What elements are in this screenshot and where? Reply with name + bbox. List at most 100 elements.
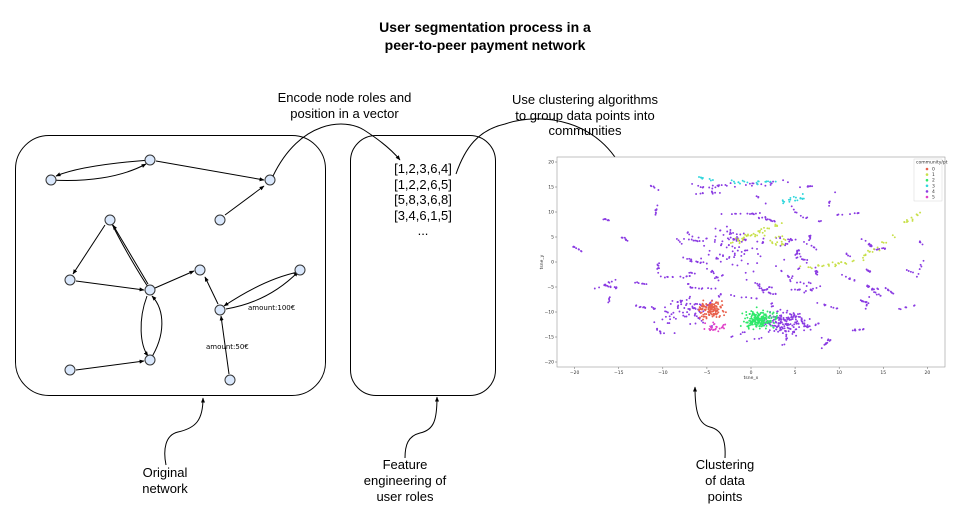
scatter-point <box>708 302 711 305</box>
scatter-point <box>750 315 753 318</box>
scatter-point <box>701 186 704 189</box>
scatter-point <box>687 238 690 241</box>
network-edge <box>219 315 230 375</box>
scatter-point <box>776 325 778 328</box>
scatter-point <box>653 321 656 324</box>
scatter-point <box>748 182 751 185</box>
scatter-point <box>756 262 759 265</box>
scatter-point <box>761 322 764 325</box>
scatter-point <box>677 239 680 242</box>
scatter-point <box>654 209 657 212</box>
scatter-point <box>811 185 814 188</box>
scatter-point <box>771 319 774 322</box>
scatter-point <box>790 288 793 291</box>
scatter-point <box>702 310 705 313</box>
scatter-point <box>653 308 655 311</box>
scatter-point <box>789 318 792 321</box>
scatter-point <box>762 241 765 244</box>
scatter-point <box>873 291 876 294</box>
caption-clustering: Clustering of data points <box>695 457 755 504</box>
network-node <box>294 264 306 276</box>
scatter-point <box>806 259 809 261</box>
scatter-point <box>781 343 784 346</box>
scatter-point <box>922 259 925 262</box>
scatter-point <box>797 313 799 316</box>
scatter-point <box>745 314 748 316</box>
scatter-point <box>717 311 720 314</box>
network-node <box>264 174 276 186</box>
scatter-point <box>918 268 921 271</box>
scatter-point <box>786 181 789 184</box>
scatter-point <box>703 244 706 247</box>
scatter-point <box>732 180 735 183</box>
scatter-point <box>669 302 672 305</box>
scatter-point <box>790 205 793 208</box>
scatter-point <box>785 337 788 340</box>
scatter-point <box>799 186 801 189</box>
scatter-point <box>763 229 766 232</box>
scatter-point <box>687 282 690 285</box>
scatter-point <box>786 309 789 312</box>
scatter-point <box>714 239 716 241</box>
feature-vector: [3,4,6,1,5] <box>394 207 452 223</box>
scatter-point <box>760 336 763 339</box>
scatter-point <box>794 199 797 202</box>
scatter-point <box>731 263 734 266</box>
scatter-point <box>767 330 770 333</box>
scatter-point <box>714 227 717 230</box>
scatter-point <box>716 276 719 279</box>
scatter-point <box>609 286 612 289</box>
legend-label: 1 <box>932 172 935 178</box>
scatter-point <box>682 311 684 314</box>
scatter-point <box>726 230 729 233</box>
scatter-point <box>813 246 816 249</box>
scatter-point <box>670 313 673 316</box>
scatter-point <box>910 216 913 219</box>
scatter-point <box>765 321 768 324</box>
scatter-point <box>789 323 792 326</box>
scatter-point <box>818 220 821 223</box>
scatter-point <box>782 202 785 205</box>
scatter-point <box>777 330 780 333</box>
scatter-point <box>702 299 705 302</box>
scatter-point <box>719 293 722 296</box>
scatter-point <box>711 179 714 181</box>
scatter-point <box>772 180 775 183</box>
scatter-point <box>724 323 727 326</box>
scatter-point <box>793 331 796 334</box>
scatter-point <box>753 337 756 340</box>
scatter-point <box>768 315 771 318</box>
scatter-point <box>757 316 760 319</box>
scatter-point <box>804 290 807 292</box>
legend-label: 3 <box>932 183 935 189</box>
scatter-point <box>710 299 713 302</box>
network-edge <box>140 295 149 357</box>
scatter-point <box>752 328 755 331</box>
scatter-point <box>643 306 645 308</box>
scatter-point <box>671 299 674 302</box>
scatter-point <box>795 211 798 214</box>
scatter-point <box>805 261 808 264</box>
scatter-point <box>758 285 761 288</box>
network-edge <box>223 271 299 307</box>
x-tick-label: −20 <box>570 370 580 376</box>
scatter-point <box>793 313 796 316</box>
scatter-point <box>756 183 759 186</box>
scatter-point <box>669 318 672 321</box>
scatter-point <box>741 237 744 240</box>
scatter-point <box>613 286 616 289</box>
scatter-point <box>673 332 676 335</box>
scatter-point <box>869 245 872 248</box>
scatter-point <box>702 313 705 316</box>
scatter-point <box>705 303 708 305</box>
scatter-point <box>682 276 685 279</box>
feature-vector-list: [1,2,3,6,4] [1,2,2,6,5] [5,8,3,6,8] [3,4… <box>380 161 466 239</box>
scatter-point <box>656 328 658 330</box>
scatter-point <box>771 324 774 327</box>
scatter-point <box>783 258 786 261</box>
scatter-point <box>757 196 760 198</box>
scatter-point <box>781 235 784 238</box>
scatter-point <box>770 317 773 320</box>
scatter-point <box>730 335 733 338</box>
scatter-point <box>702 240 705 242</box>
